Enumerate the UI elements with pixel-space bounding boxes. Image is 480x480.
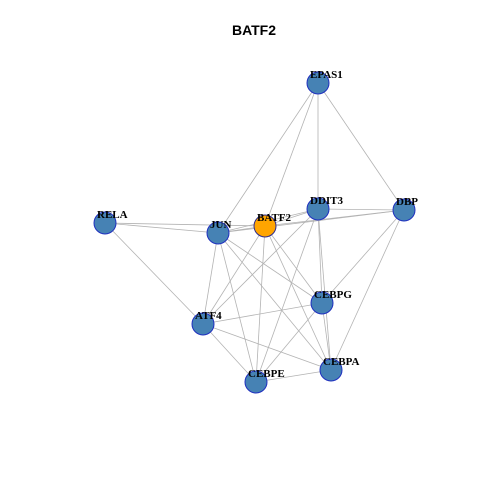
edge-rela-batf2 [104,222,266,227]
edge-dbp-cebpa [330,209,405,371]
node-label-jun: JUN [210,219,231,231]
edge-ddit3-cebpg [317,208,323,304]
edge-epas1-batf2 [264,82,319,227]
node-label-cebpe: CEBPE [248,368,285,380]
node-rela [93,211,117,235]
node-label-atf4: ATF4 [195,310,222,322]
figure-title: BATF2 [232,22,276,38]
node-jun [206,221,230,245]
node-label-epas1: EPAS1 [310,69,343,81]
edge-batf2-cebpe [255,225,266,383]
edge-ddit3-cebpa [317,208,332,371]
node-atf4 [191,312,215,336]
node-label-batf2: BATF2 [257,212,292,224]
edge-rela-jun [104,222,219,234]
edge-atf4-cebpa [202,323,332,371]
node-epas1 [306,71,330,95]
node-dbp [392,198,416,222]
edge-epas1-dbp [317,82,405,211]
node-label-rela: RELA [97,209,128,221]
edge-ddit3-atf4 [202,208,319,325]
edge-batf2-cebpa [264,225,332,371]
edge-batf2-dbp [264,209,405,227]
node-cebpg [310,291,334,315]
node-label-cebpg: CEBPG [314,289,352,301]
edge-jun-cebpe [217,232,257,383]
edge-cebpg-cebpe [255,302,323,383]
edge-batf2-cebpg [264,225,323,304]
edge-dbp-cebpg [321,209,405,304]
edge-atf4-cebpe [202,323,257,383]
node-label-dbp: DBP [396,196,418,208]
edge-rela-atf4 [104,222,204,325]
edge-ddit3-dbp [317,208,405,211]
nodes-layer [93,71,416,394]
edge-ddit3-cebpe [255,208,319,383]
edge-jun-cebpa [217,232,332,371]
edge-cebpg-atf4 [202,302,323,325]
edge-jun-cebpg [217,232,323,304]
node-cebpe [244,370,268,394]
edge-jun-atf4 [202,232,219,325]
edge-batf2-atf4 [202,225,266,325]
node-cebpa [319,358,343,382]
node-ddit3 [306,197,330,221]
edge-epas1-jun [217,82,319,234]
node-batf2 [253,214,277,238]
node-label-ddit3: DDIT3 [310,195,344,207]
edges-layer [104,82,405,383]
node-label-cebpa: CEBPA [323,356,360,368]
edge-cebpe-cebpa [255,369,332,383]
